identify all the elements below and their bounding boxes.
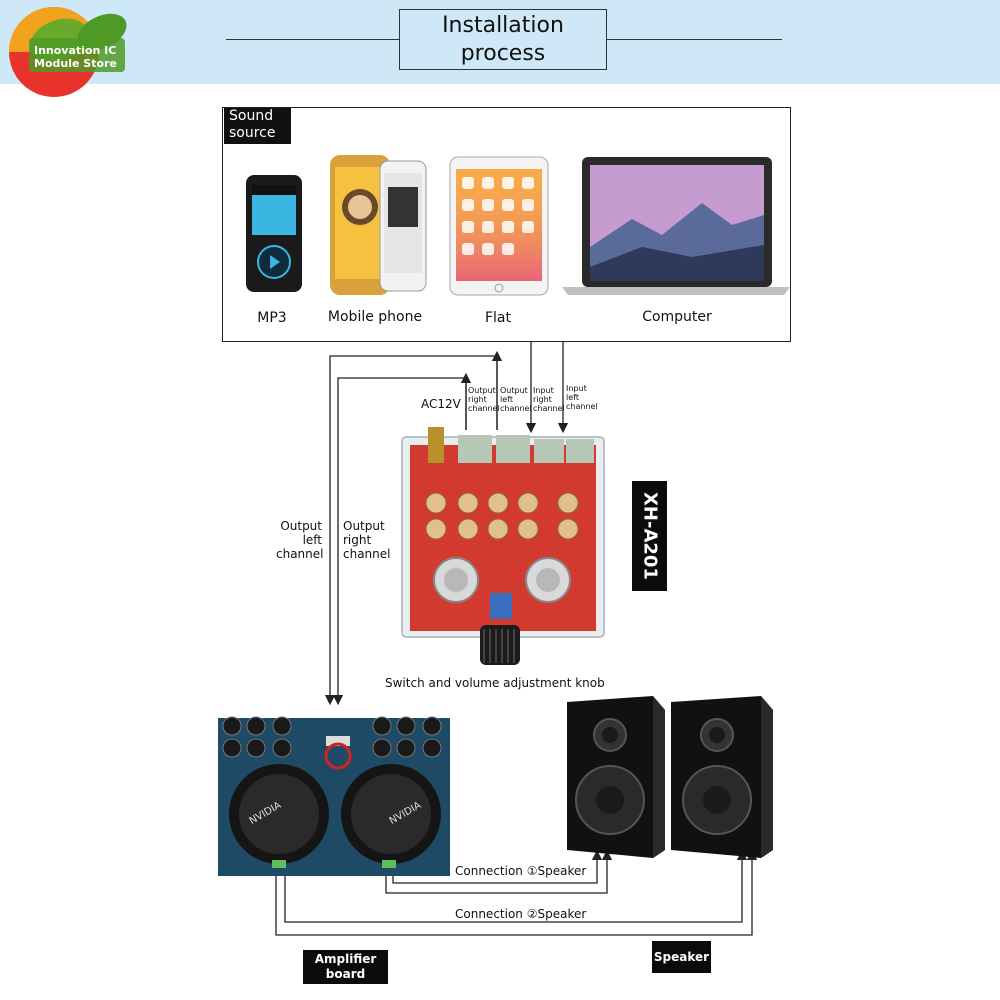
knob-label: Switch and volume adjustment knob bbox=[385, 676, 605, 690]
label-ac12v: AC12V bbox=[421, 397, 461, 411]
mp3-player-icon bbox=[246, 175, 302, 292]
title-rule-right bbox=[607, 39, 782, 40]
title-rule-left bbox=[226, 39, 399, 40]
sound-source-badge: Sound source bbox=[224, 108, 291, 144]
speaker-right bbox=[671, 696, 773, 858]
model-badge: XH-A201 bbox=[632, 481, 667, 591]
connection-1-label: Connection ①Speaker bbox=[453, 864, 589, 878]
device-label-computer: Computer bbox=[642, 309, 712, 325]
mobile-phone-icon bbox=[330, 155, 427, 295]
label-output-left-channel: Output left channel bbox=[500, 386, 532, 413]
logo-text: Innovation IC Module Store bbox=[34, 44, 117, 70]
device-label-mobile-phone: Mobile phone bbox=[327, 309, 423, 325]
laptop-icon bbox=[562, 157, 790, 295]
label-output-right-channel: Output right channel bbox=[468, 386, 500, 413]
label-input-left-channel: Input left channel bbox=[566, 384, 598, 411]
amplifier-board-label: Amplifier board bbox=[303, 950, 388, 984]
speaker-label: Speaker bbox=[652, 941, 711, 973]
speakers-image bbox=[567, 696, 773, 858]
preamp-board-image bbox=[401, 427, 605, 665]
sound-source-devices bbox=[246, 155, 790, 296]
tablet-icon bbox=[449, 156, 549, 296]
model-text: XH-A201 bbox=[639, 492, 660, 580]
store-logo bbox=[9, 7, 127, 97]
page-title: Installation process bbox=[399, 9, 607, 70]
label-input-right-channel: Input right channel bbox=[533, 386, 565, 413]
device-label-flat: Flat bbox=[484, 310, 511, 326]
speaker-left bbox=[567, 696, 665, 858]
wire-label-output-right: Output right channel bbox=[343, 519, 391, 561]
wire-label-output-left: Output left channel bbox=[276, 519, 324, 561]
amplifier-board-image bbox=[218, 716, 450, 876]
device-label-mp3: MP3 bbox=[257, 310, 287, 326]
connection-2-label: Connection ②Speaker bbox=[453, 907, 589, 921]
